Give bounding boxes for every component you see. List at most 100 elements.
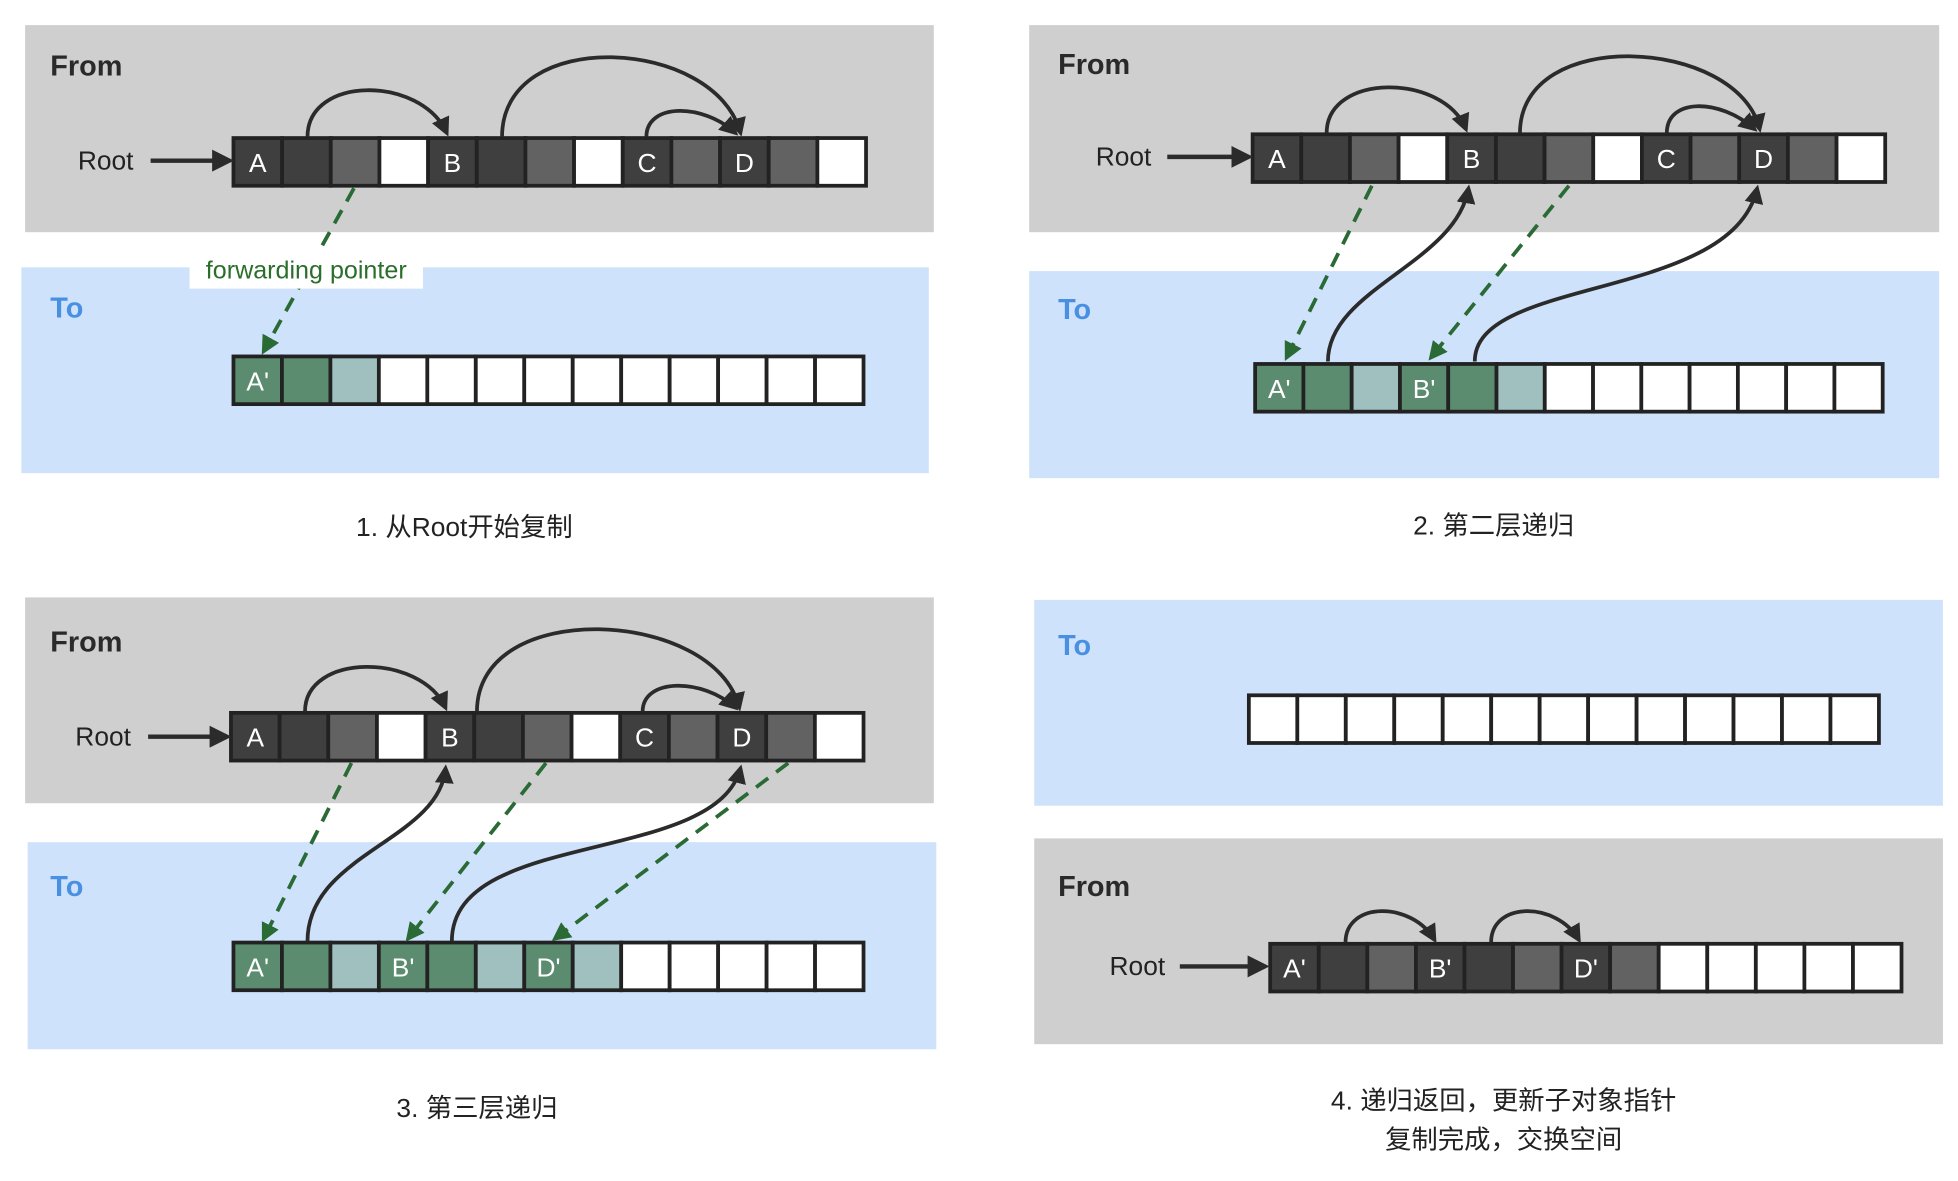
to-cell <box>667 354 721 407</box>
reference-arrow <box>303 665 448 712</box>
reference-arrow <box>500 55 746 137</box>
to-cell <box>667 940 721 993</box>
from-cell <box>1542 132 1596 184</box>
to-cell <box>1246 693 1300 745</box>
object-label: D <box>735 148 754 178</box>
from-cell <box>1705 941 1758 994</box>
to-cell <box>280 354 333 407</box>
from-cell <box>1851 941 1904 994</box>
to-cell <box>1494 362 1547 414</box>
to-cell <box>1537 693 1591 745</box>
from-cell <box>620 136 674 188</box>
to-cell <box>1586 693 1639 745</box>
to-cell <box>1301 362 1354 414</box>
forwarding-pointer-label-bg <box>189 251 423 289</box>
to-cell <box>328 940 381 993</box>
from-cell <box>521 710 574 763</box>
object-label: B' <box>1413 374 1436 404</box>
to-cell <box>1440 693 1494 745</box>
from-cell <box>1785 132 1839 184</box>
step-caption: 2. 第二层递归 <box>1413 511 1574 541</box>
root-label: Root <box>78 145 134 175</box>
reference-arrow <box>644 109 739 137</box>
reference-arrow <box>1326 184 1476 362</box>
from-cell <box>277 710 331 763</box>
object-label: B' <box>392 952 415 982</box>
object-label: D' <box>536 952 560 982</box>
forwarding-pointer-arrow <box>1284 184 1374 362</box>
step-caption: 1. 从Root开始复制 <box>356 512 573 542</box>
to-cell <box>1489 693 1542 745</box>
from-cell <box>569 710 623 763</box>
to-cell <box>1295 693 1348 745</box>
from-cell <box>1396 132 1450 184</box>
object-label: A' <box>1283 954 1306 984</box>
from-cell <box>1413 941 1467 994</box>
to-cell <box>813 354 866 407</box>
to-cell <box>716 354 769 407</box>
to-cell <box>473 940 527 993</box>
object-label: A' <box>246 952 269 982</box>
reference-arrow <box>475 627 745 712</box>
reference-arrow <box>1472 184 1764 362</box>
to-cell <box>425 940 478 993</box>
to-cell <box>231 354 284 407</box>
to-cell <box>1687 362 1740 414</box>
forwarding-pointer-label: forwarding pointer <box>206 257 407 285</box>
to-space-title: To <box>1058 630 1091 662</box>
to-cell <box>1591 362 1644 414</box>
object-label: B <box>441 723 459 753</box>
to-cell <box>1832 362 1885 414</box>
to-cell <box>425 354 478 407</box>
to-cell <box>328 354 381 407</box>
to-cell <box>1828 693 1881 745</box>
from-cell <box>1608 941 1661 994</box>
to-cell <box>376 354 430 407</box>
object-label: A' <box>246 366 269 396</box>
object-label: A' <box>1268 374 1291 404</box>
forwarding-pointer-arrow <box>405 761 548 942</box>
from-cell <box>618 710 671 763</box>
from-space <box>1029 25 1940 233</box>
to-cell <box>619 354 672 407</box>
from-cell <box>1688 132 1742 184</box>
from-cell <box>815 136 868 188</box>
root-label: Root <box>1096 142 1152 172</box>
from-cell <box>423 710 477 763</box>
reference-arrow <box>1343 909 1437 944</box>
from-cell <box>1250 132 1304 184</box>
step-caption: 复制完成，交换空间 <box>1385 1124 1622 1154</box>
object-label: A <box>1268 144 1286 174</box>
to-space-title: To <box>50 293 83 325</box>
object-label: A <box>249 148 267 178</box>
from-cell <box>1299 132 1352 184</box>
root-label: Root <box>75 721 131 751</box>
from-cell <box>280 136 333 188</box>
from-cell <box>1656 941 1710 994</box>
object-label: C <box>635 723 654 753</box>
to-cell <box>1542 362 1595 414</box>
from-cell <box>1753 941 1807 994</box>
from-cell <box>572 136 625 188</box>
to-cell <box>1735 362 1789 414</box>
to-cell <box>716 940 769 993</box>
forwarding-pointer-arrow <box>261 762 354 943</box>
from-cell <box>1462 941 1515 994</box>
reference-arrow <box>1489 909 1581 944</box>
from-cell <box>764 710 817 763</box>
from-cell <box>1559 941 1613 994</box>
step-caption: 4. 递归返回，更新子对象指针 <box>1331 1085 1676 1115</box>
from-cell <box>1316 941 1370 994</box>
forwarding-pointer-arrow <box>261 187 356 355</box>
object-label: C <box>638 148 657 178</box>
from-space-title: From <box>50 626 122 658</box>
object-label: D' <box>1574 954 1598 984</box>
from-cell <box>812 710 866 763</box>
object-label: B <box>444 148 462 178</box>
from-space <box>1034 838 1943 1045</box>
to-cell <box>813 940 866 993</box>
reference-arrow <box>1518 54 1766 134</box>
to-cell <box>1784 362 1837 414</box>
from-cell <box>1365 941 1418 994</box>
